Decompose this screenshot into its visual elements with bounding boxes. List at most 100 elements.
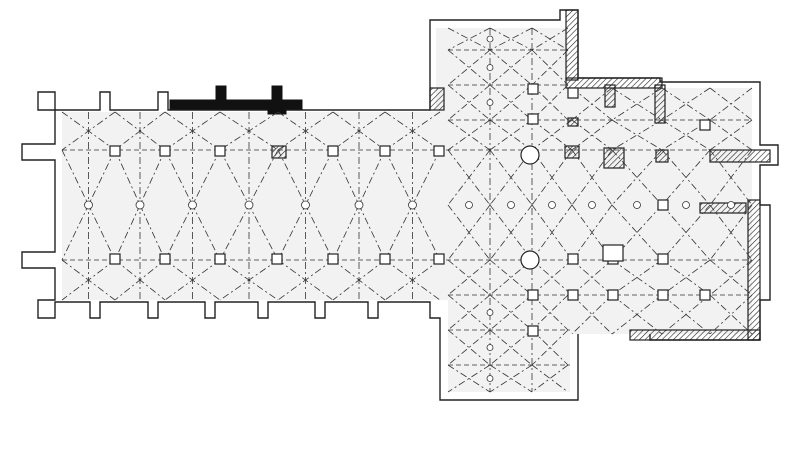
pier: [657, 199, 669, 211]
pier: [527, 325, 539, 337]
vault-rib: [447, 204, 491, 261]
vault-rib: [709, 259, 753, 296]
crossing-pier: [520, 145, 540, 165]
vault-rib: [611, 149, 663, 206]
pier: [607, 289, 619, 301]
vault-rib: [661, 87, 711, 121]
vault-rib: [447, 84, 491, 121]
pier: [327, 145, 339, 157]
vault-rib: [531, 27, 569, 51]
vault-rib: [447, 49, 491, 86]
vault-rib: [571, 204, 613, 261]
pier: [327, 253, 339, 265]
vault-rib: [709, 87, 753, 121]
boss: [486, 309, 494, 316]
vault-rib: [611, 149, 663, 206]
vault-rib: [709, 259, 753, 296]
boss: [408, 200, 417, 210]
vault-rib: [489, 259, 533, 296]
vault-rib: [489, 49, 533, 86]
boss: [682, 201, 690, 209]
pier: [271, 253, 283, 265]
outer-walls: [21, 9, 779, 401]
vault-rib: [531, 294, 569, 331]
vault-rib: [709, 294, 753, 335]
vault-rib: [709, 119, 753, 151]
boss: [301, 200, 310, 210]
vault-rib: [447, 84, 491, 121]
vault-rib: [447, 259, 491, 296]
vault-rib: [531, 329, 569, 366]
pier: [214, 253, 226, 265]
vault-rib: [611, 119, 663, 151]
vault-rib: [709, 149, 753, 206]
pier: [527, 289, 539, 301]
vault-rib: [571, 119, 613, 151]
pier: [214, 145, 226, 157]
vault-rib: [661, 294, 711, 335]
vault-rib: [447, 49, 491, 86]
boss: [244, 200, 254, 210]
vault-rib: [489, 364, 533, 393]
pier: [379, 145, 391, 157]
transverse-arches: [62, 49, 752, 366]
pier: [699, 289, 711, 301]
vault-rib: [489, 294, 533, 331]
pier: [109, 145, 121, 157]
vault-rib: [661, 119, 711, 151]
boss: [507, 201, 515, 209]
pier: [567, 87, 579, 99]
boss: [727, 201, 735, 209]
crossing-pier: [520, 250, 540, 270]
pier: [109, 253, 121, 265]
vault-rib: [489, 329, 533, 366]
vault-rib: [447, 329, 491, 366]
vault-rib: [709, 204, 753, 261]
vault-rib: [571, 259, 613, 296]
vault-rib: [571, 294, 613, 335]
boss: [486, 99, 494, 106]
bosses: [84, 35, 735, 382]
pier: [527, 113, 539, 125]
vault-rib: [447, 149, 491, 206]
boss: [84, 200, 93, 210]
boss: [188, 200, 197, 210]
pier: [567, 289, 579, 301]
vault-rib: [611, 204, 663, 261]
vault-rib: [661, 119, 711, 151]
vault-rib: [709, 294, 753, 335]
boss: [588, 201, 596, 209]
vault-rib: [447, 329, 491, 366]
vault-rib: [531, 119, 573, 151]
boss: [354, 200, 364, 210]
vault-rib: [489, 84, 533, 121]
vault-rib: [661, 204, 711, 261]
vault-rib: [489, 84, 533, 121]
vault-rib: [489, 364, 533, 393]
vault-rib: [661, 259, 711, 296]
pier: [527, 83, 539, 95]
boss: [548, 201, 556, 209]
boss: [486, 344, 494, 351]
vault-rib: [571, 149, 613, 206]
vault-rib: [489, 294, 533, 331]
pier: [159, 253, 171, 265]
vault-rib: [531, 49, 569, 86]
vault-rib: [661, 149, 711, 206]
boss: [633, 201, 641, 209]
vault-rib: [611, 294, 663, 335]
vault-rib: [611, 87, 663, 121]
vault-rib: [571, 87, 613, 121]
choir-pier: [602, 244, 624, 262]
vault-rib: [611, 259, 663, 296]
boss: [486, 64, 494, 71]
vault-rib: [611, 87, 663, 121]
vault-rib: [447, 364, 491, 393]
nave-floor: [62, 28, 752, 392]
pier: [699, 119, 711, 131]
boss: [135, 200, 145, 210]
vault-rib: [447, 364, 491, 393]
boss: [486, 375, 494, 382]
vault-rib: [447, 294, 491, 331]
